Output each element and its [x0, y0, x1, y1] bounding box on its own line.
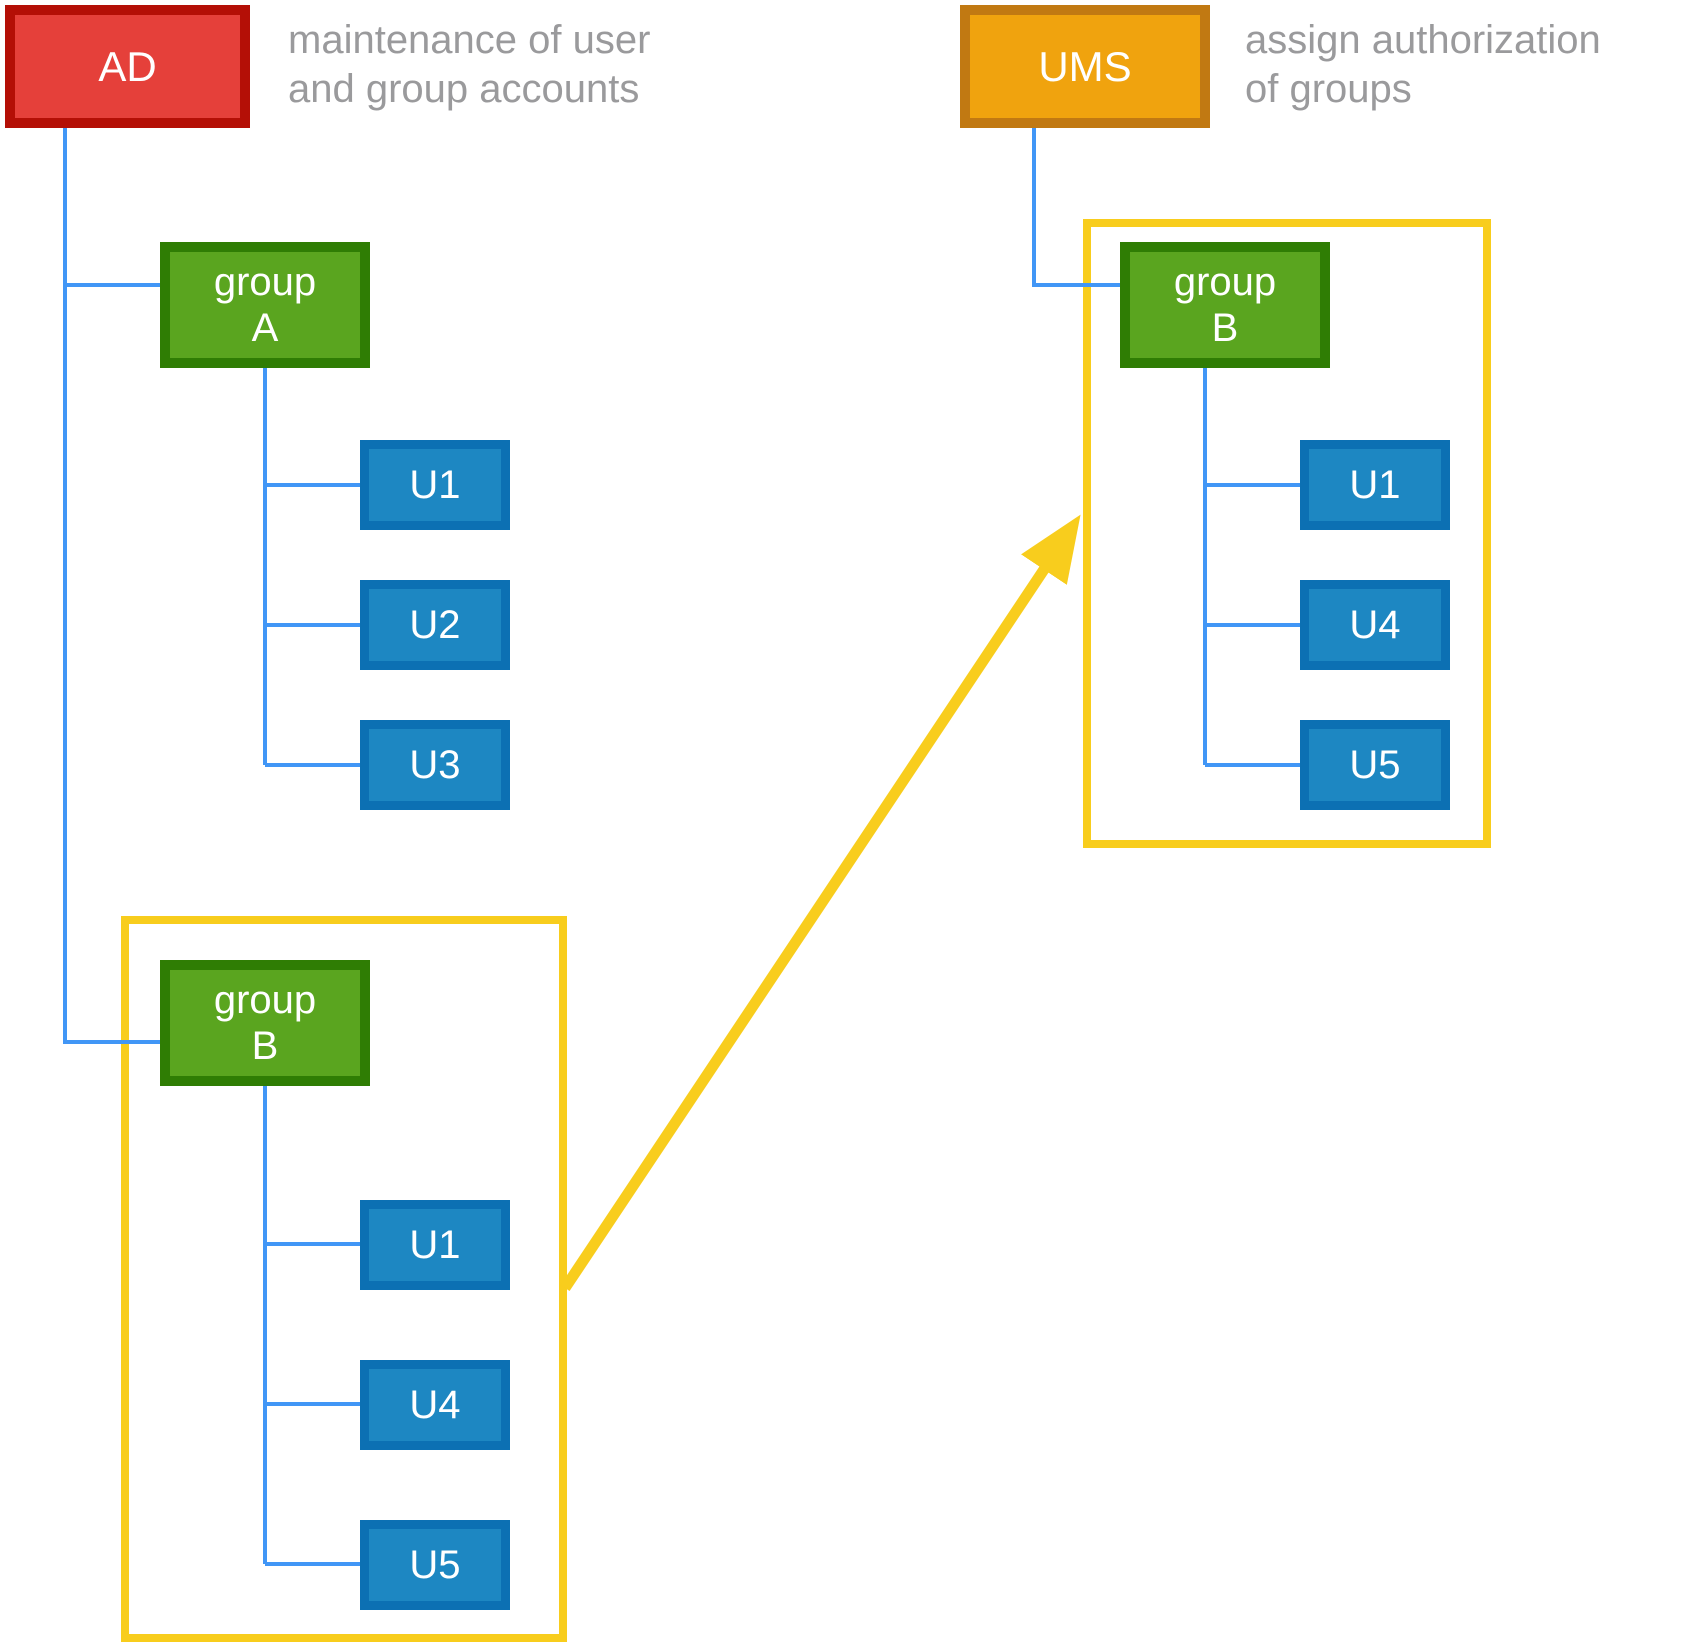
user-label: U5 [409, 1542, 461, 1587]
group-b-ad-label-line2: B [251, 1024, 279, 1068]
ad-caption-line2: and group accounts [288, 67, 640, 111]
group-b-ums-node: group B [1120, 242, 1330, 368]
group-a-user-u3: U3 [360, 720, 510, 810]
user-label: U1 [1349, 462, 1401, 507]
ums-caption-line2: of groups [1245, 67, 1412, 111]
group-b-ums-user-u1: U1 [1300, 440, 1450, 530]
user-label: U1 [409, 462, 461, 507]
user-label: U4 [1349, 602, 1401, 647]
ums-caption: assign authorization of groups [1245, 16, 1601, 114]
user-label: U3 [409, 742, 461, 787]
user-label: U5 [1349, 742, 1401, 787]
group-b-ad-user-u5: U5 [360, 1520, 510, 1610]
group-b-ad-label-line1: group [213, 978, 317, 1022]
ad-caption: maintenance of user and group accounts [288, 16, 650, 114]
user-label: U2 [409, 602, 461, 647]
ums-node-label: UMS [1038, 42, 1132, 90]
group-b-ums-user-u4: U4 [1300, 580, 1450, 670]
ad-node: AD [5, 5, 250, 128]
group-b-ums-label-line1: group [1173, 260, 1277, 304]
user-label: U1 [409, 1222, 461, 1267]
ad-node-label: AD [98, 42, 157, 90]
ums-caption-line1: assign authorization [1245, 18, 1601, 62]
group-b-ums-user-u5: U5 [1300, 720, 1450, 810]
user-label: U4 [409, 1382, 461, 1427]
group-a-label-line2: A [251, 306, 279, 350]
group-b-sync-arrow [560, 514, 1081, 1292]
ums-node: UMS [960, 5, 1210, 128]
group-a-node: group A [160, 242, 370, 368]
group-b-ad-user-u4: U4 [360, 1360, 510, 1450]
group-a-label-line1: group [213, 260, 317, 304]
group-a-user-u1: U1 [360, 440, 510, 530]
group-b-ums-highlight-frame [1083, 219, 1491, 848]
group-b-ad-user-u1: U1 [360, 1200, 510, 1290]
ad-trunk-connector [63, 128, 160, 1044]
ad-caption-line1: maintenance of user [288, 18, 651, 62]
group-a-user-u2: U2 [360, 580, 510, 670]
group-b-ad-node: group B [160, 960, 370, 1086]
group-b-ums-label-line2: B [1211, 306, 1239, 350]
